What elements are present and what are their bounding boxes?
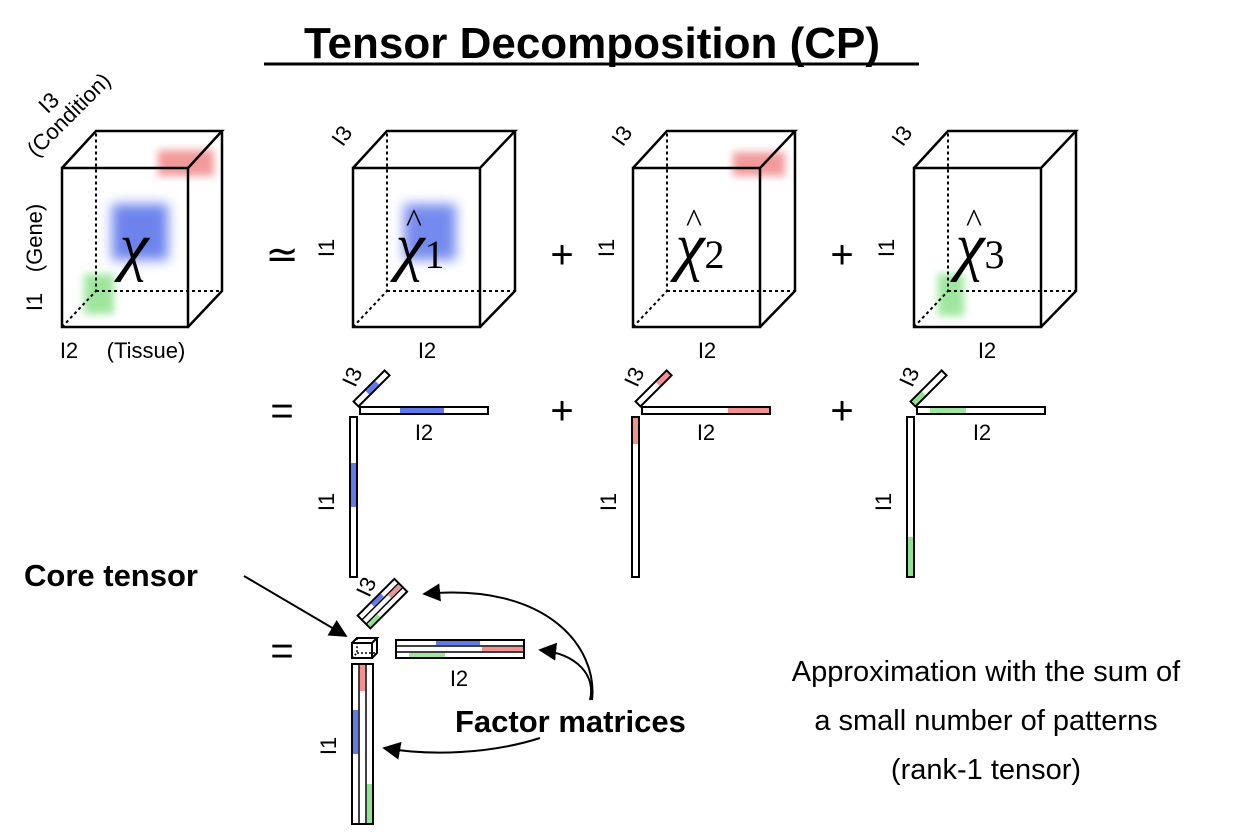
axis-label-i1: I1 xyxy=(22,293,47,311)
cube3-label-i1: I1 xyxy=(874,239,899,257)
term1-vector-i2-mark xyxy=(400,408,444,413)
caption-line-1: Approximation with the sum of xyxy=(792,656,1181,688)
cube1-subscript: 1 xyxy=(425,232,445,277)
tensor-blob-green xyxy=(84,274,114,314)
plus-sign-1: + xyxy=(550,233,573,277)
cube3-symbol: χ xyxy=(949,210,986,283)
factor-label-i1: I1 xyxy=(316,737,341,755)
core-tensor-label: Core tensor xyxy=(24,558,198,593)
term3-vector-i1-mark xyxy=(908,537,913,576)
equals-sign-2: = xyxy=(270,629,293,673)
term2-label-i2: I2 xyxy=(697,420,715,445)
cube1-hat: ^ xyxy=(406,203,422,240)
term1-label-i1: I1 xyxy=(314,493,339,511)
cube2-subscript: 2 xyxy=(705,232,725,277)
cube1-label-i2: I2 xyxy=(418,338,436,363)
cube2-hat: ^ xyxy=(686,203,702,240)
term3-label-i3: I3 xyxy=(894,363,924,390)
cube1-blob-blue xyxy=(404,204,456,260)
caption-line-2: a small number of patterns xyxy=(814,705,1157,737)
term3-label-i2: I2 xyxy=(973,420,991,445)
rank1-term-3 xyxy=(906,368,1046,578)
cube3-blob-green xyxy=(938,274,964,316)
svg-text:χ1: χ1 xyxy=(389,210,444,283)
term2-label-i1: I1 xyxy=(596,493,621,511)
factor-matrix-i3 xyxy=(356,577,409,630)
term1-label-i2: I2 xyxy=(415,420,433,445)
component-cube-1: χ1 ^ xyxy=(351,129,518,329)
cube1-symbol: χ xyxy=(389,210,426,283)
cube3-label-i2: I2 xyxy=(978,338,996,363)
factor-arrow-to-i3 xyxy=(422,583,594,701)
axis-desc-i3: (Condition) xyxy=(22,68,116,162)
axis-label-i2: I2 xyxy=(60,338,78,363)
cube2-symbol: χ xyxy=(669,210,706,283)
cube2-label-i3: I3 xyxy=(606,121,637,150)
factor-arrow-to-i2 xyxy=(538,642,593,701)
plus-sign-3: + xyxy=(550,389,573,433)
cube1-label-i3: I3 xyxy=(326,121,357,150)
term1-label-i3: I3 xyxy=(337,363,367,390)
svg-text:χ3: χ3 xyxy=(949,210,1004,283)
cube3-hat: ^ xyxy=(966,203,982,240)
axis-desc-i2: (Tissue) xyxy=(107,338,186,363)
approx-sign: ≃ xyxy=(265,233,299,277)
component-cube-3: χ3 ^ xyxy=(912,129,1079,329)
tensor-cube: χ xyxy=(60,129,225,329)
rank1-term-2 xyxy=(631,368,771,578)
term1-vector-i3-mark xyxy=(365,381,379,395)
term2-vector-i3-mark xyxy=(656,371,671,386)
svg-text:χ2: χ2 xyxy=(669,210,724,283)
term2-vector-i2-mark xyxy=(728,408,769,413)
cube3-subscript: 3 xyxy=(985,232,1005,277)
term3-vector-i2-mark xyxy=(930,408,966,413)
term1-vector-i1-mark xyxy=(351,463,356,507)
factor-arrow-to-i1 xyxy=(382,737,541,760)
term3-label-i1: I1 xyxy=(871,493,896,511)
diagram-title: Tensor Decomposition (CP) xyxy=(304,19,880,68)
component-cube-2: χ2 ^ xyxy=(631,129,798,329)
axis-desc-i1: (Gene) xyxy=(22,204,47,272)
term2-vector-i2 xyxy=(641,406,771,415)
term3-vector-i3-mark xyxy=(911,391,926,406)
factor-label-i2: I2 xyxy=(450,666,468,691)
term2-vector-i1 xyxy=(631,416,640,578)
rank1-term-1 xyxy=(349,368,489,578)
tensor-blob-red xyxy=(158,150,214,176)
cube2-label-i2: I2 xyxy=(698,338,716,363)
tensor-symbol: χ xyxy=(113,210,150,283)
factor-matrix-i2 xyxy=(395,639,525,659)
cube2-label-i1: I1 xyxy=(594,239,619,257)
term2-label-i3: I3 xyxy=(619,363,649,390)
plus-sign-4: + xyxy=(830,389,853,433)
term3-vector-i2 xyxy=(916,406,1046,415)
factor-matrix-i1 xyxy=(351,663,374,825)
cube1-label-i1: I1 xyxy=(314,239,339,257)
tensor-blob-blue xyxy=(112,204,168,260)
term2-vector-i1-mark xyxy=(633,418,638,444)
term3-vector-i1 xyxy=(906,416,915,578)
core-tensor-cube xyxy=(351,637,380,659)
core-tensor-arrow xyxy=(243,575,348,637)
factor-matrices-label: Factor matrices xyxy=(455,704,686,739)
equals-sign-1: = xyxy=(270,389,293,433)
plus-sign-2: + xyxy=(830,233,853,277)
caption-line-3: (rank-1 tensor) xyxy=(891,754,1081,786)
cube3-label-i3: I3 xyxy=(886,121,917,150)
